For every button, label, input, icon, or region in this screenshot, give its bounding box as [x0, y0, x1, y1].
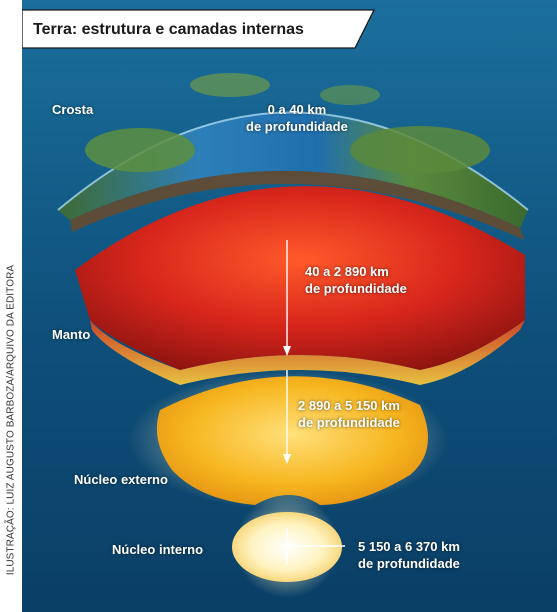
inner-core-depth-unit: de profundidade: [358, 556, 460, 571]
outer-core-depth-unit: de profundidade: [298, 415, 400, 430]
outer-core-layer: [128, 370, 448, 510]
crust-depth: 0 a 40 km de profundidade: [246, 101, 348, 135]
crust-label: Crosta: [52, 102, 94, 117]
title-tab: [22, 9, 376, 49]
mantle-depth: 40 a 2 890 km de profundidade: [305, 263, 407, 297]
credit-strip: ILUSTRAÇÃO: LUIZ AUGUSTO BARBOZA/ARQUIVO…: [0, 0, 22, 612]
crust-layer: [57, 73, 529, 240]
mantle-depth-arrow: [283, 240, 291, 356]
mantle-depth-range: 40 a 2 890 km: [305, 264, 389, 279]
outer-core-depth-range: 2 890 a 5 150 km: [298, 398, 400, 413]
inner-core-depth: 5 150 a 6 370 km de profundidade: [358, 538, 460, 572]
inner-core-label: Núcleo interno: [112, 542, 204, 557]
mantle-layer: [75, 186, 525, 385]
mantle-depth-unit: de profundidade: [305, 281, 407, 296]
inner-core-depth-range: 5 150 a 6 370 km: [358, 539, 460, 554]
mantle-label: Manto: [52, 327, 91, 342]
outer-core-label: Núcleo externo: [74, 472, 168, 487]
outer-core-depth: 2 890 a 5 150 km de profundidade: [298, 397, 400, 431]
inner-core-depth-marker: [286, 528, 345, 565]
crust-depth-unit: de profundidade: [246, 119, 348, 134]
crust-depth-range: 0 a 40 km: [267, 102, 327, 117]
outer-core-depth-arrow: [283, 370, 291, 464]
diagram-title: Terra: estrutura e camadas internas: [33, 21, 304, 38]
